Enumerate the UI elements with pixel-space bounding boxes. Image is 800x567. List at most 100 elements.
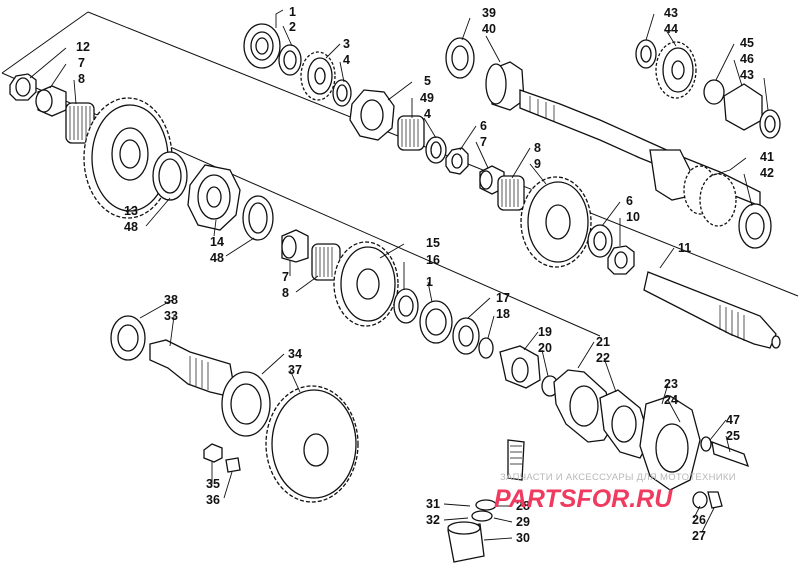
thrust-washer-48-b xyxy=(242,195,274,241)
label-9: 9 xyxy=(534,157,541,171)
cover-23 xyxy=(639,395,701,491)
bushing-45 xyxy=(703,79,725,105)
label-47: 47 xyxy=(726,413,740,427)
label-7-c: 7 xyxy=(282,270,289,284)
washer-43-bottom xyxy=(759,109,781,139)
label-7-b: 7 xyxy=(480,135,487,149)
watermark: ЗАПЧАСТИ И АКСЕССУАРЫ ДЛЯ МОТОТЕХНИКИ PA… xyxy=(494,472,736,513)
label-21: 21 xyxy=(596,335,610,349)
watermark-logo: PARTSFOR.RU xyxy=(494,485,673,513)
snap-ring-10 xyxy=(607,245,635,275)
washer-2 xyxy=(278,44,302,76)
label-14: 14 xyxy=(210,235,224,249)
label-3: 3 xyxy=(343,37,350,51)
sensor-gear-31 xyxy=(507,439,525,481)
gasket-22 xyxy=(599,389,651,459)
label-24: 24 xyxy=(664,393,678,407)
label-17: 17 xyxy=(496,291,510,305)
label-33: 33 xyxy=(164,309,178,323)
ball-bearing-1-lower xyxy=(419,300,453,344)
thrust-washer-48-a xyxy=(152,151,188,201)
washer-16 xyxy=(393,288,419,324)
shaft-33 xyxy=(149,339,237,399)
label-1-b: 1 xyxy=(426,275,433,289)
label-40: 40 xyxy=(482,22,496,36)
label-42: 42 xyxy=(760,166,774,180)
leader-lines xyxy=(29,9,769,541)
bushing-7-lower xyxy=(281,229,309,263)
needle-bearing-8-mid xyxy=(497,175,525,211)
shaft-41 xyxy=(519,89,761,227)
sleeve-46 xyxy=(723,83,763,131)
shift-dog-5 xyxy=(349,89,395,141)
gear-15 xyxy=(333,241,399,327)
label-13: 13 xyxy=(124,204,138,218)
label-36: 36 xyxy=(206,493,220,507)
label-15: 15 xyxy=(426,236,440,250)
label-6: 6 xyxy=(480,119,487,133)
gasket-21 xyxy=(553,369,615,443)
sensor-rotor-19 xyxy=(499,345,541,389)
label-29: 29 xyxy=(516,515,530,529)
ball-bearing-1-top xyxy=(243,23,281,69)
label-32: 32 xyxy=(426,513,440,527)
label-43-b: 43 xyxy=(740,68,754,82)
label-48-b: 48 xyxy=(210,251,224,265)
label-38: 38 xyxy=(164,293,178,307)
shaft-11 xyxy=(643,271,781,349)
label-30: 30 xyxy=(516,531,530,545)
seal-39 xyxy=(445,37,475,79)
label-25: 25 xyxy=(726,429,740,443)
label-4-b: 4 xyxy=(424,107,431,121)
ball-bearing-40 xyxy=(485,61,525,111)
ball-bearing-42 xyxy=(738,203,772,249)
label-8-b: 8 xyxy=(534,141,541,155)
needle-bearing-49 xyxy=(397,115,425,151)
snap-ring-12 xyxy=(9,73,37,101)
label-49: 49 xyxy=(420,91,434,105)
label-20: 20 xyxy=(538,341,552,355)
label-22: 22 xyxy=(596,351,610,365)
label-34: 34 xyxy=(288,347,302,361)
label-23: 23 xyxy=(664,377,678,391)
label-48: 48 xyxy=(124,220,138,234)
label-28: 28 xyxy=(516,499,530,513)
washer-4-top xyxy=(332,79,352,107)
gear-3 xyxy=(300,51,336,101)
label-7: 7 xyxy=(78,56,85,70)
label-45: 45 xyxy=(740,36,754,50)
label-26: 26 xyxy=(692,513,706,527)
label-6-b: 6 xyxy=(626,194,633,208)
label-11: 11 xyxy=(678,241,691,255)
label-46: 46 xyxy=(740,52,754,66)
label-35: 35 xyxy=(206,477,220,491)
watermark-text: ЗАПЧАСТИ И АКСЕССУАРЫ ДЛЯ МОТОТЕХНИКИ xyxy=(500,472,736,483)
label-4: 4 xyxy=(343,53,350,67)
washer-28 xyxy=(475,499,497,511)
bolt-47 xyxy=(700,436,750,468)
label-1: 1 xyxy=(289,5,296,19)
washer-4-mid xyxy=(425,136,447,164)
bushing-17 xyxy=(452,317,480,355)
label-18: 18 xyxy=(496,307,510,321)
needle-bearing-8-left xyxy=(65,102,95,144)
nut-35 xyxy=(203,443,223,463)
label-27: 27 xyxy=(692,529,706,543)
housing-30 xyxy=(447,521,485,563)
label-31: 31 xyxy=(426,497,440,511)
gear-9 xyxy=(520,176,592,268)
label-12: 12 xyxy=(76,40,90,54)
label-19: 19 xyxy=(538,325,552,339)
label-44: 44 xyxy=(664,22,678,36)
label-8: 8 xyxy=(78,72,85,86)
bolt-36 xyxy=(225,457,241,473)
snap-ring-6-top xyxy=(445,147,469,175)
bushing-7-mid xyxy=(479,165,505,195)
shift-dog-14 xyxy=(187,164,241,231)
label-41: 41 xyxy=(760,150,774,164)
gear-44 xyxy=(655,41,697,99)
ball-bearing-38 xyxy=(110,315,146,361)
snap-ring-6-mid xyxy=(587,224,613,258)
spring-29 xyxy=(471,510,493,522)
